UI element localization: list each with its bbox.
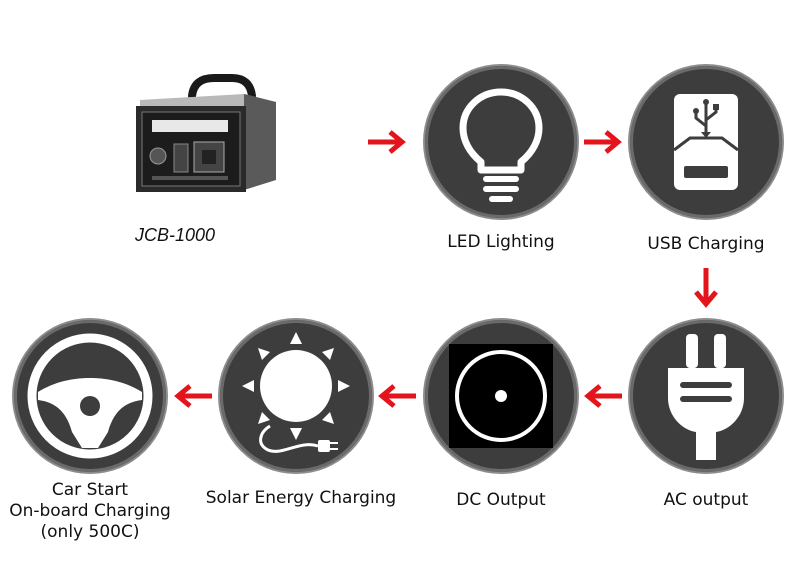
car-start-line-1: Car Start [51,480,129,500]
usb-charging-label: USB Charging [647,234,765,254]
ac-output-circle [630,320,782,472]
car-start-line-3: (only 500C) [40,522,140,542]
led-lighting-circle [425,66,577,218]
dc-output-circle [425,320,577,472]
light-bulb-icon [459,88,543,202]
car-start-line-2: On-board Charging [9,501,171,521]
steering-wheel-icon [27,333,153,459]
arrow-right-icon [368,130,406,154]
arrow-right-icon [584,130,622,154]
led-lighting-label: LED Lighting [447,232,555,252]
ac-plug-icon [668,334,744,460]
arrow-left-icon [174,384,212,408]
ac-output-label: AC output [663,490,749,510]
car-start-label: Car Start On-board Charging (only 500C) [2,480,178,543]
arrow-left-icon [584,384,622,408]
arrow-down-icon [694,268,718,308]
power-station-device-image [136,74,276,192]
dc-output-label: DC Output [456,490,546,510]
solar-charging-label: Solar Energy Charging [205,488,397,508]
arrow-left-icon [378,384,416,408]
solar-charging-circle [220,320,372,472]
sun-icon [242,332,350,453]
usb-charging-circle [630,66,782,218]
car-start-circle [14,320,166,472]
dc-port-icon [449,344,553,448]
usb-icon [673,94,739,190]
product-model-label: JCB-1000 [135,225,216,245]
